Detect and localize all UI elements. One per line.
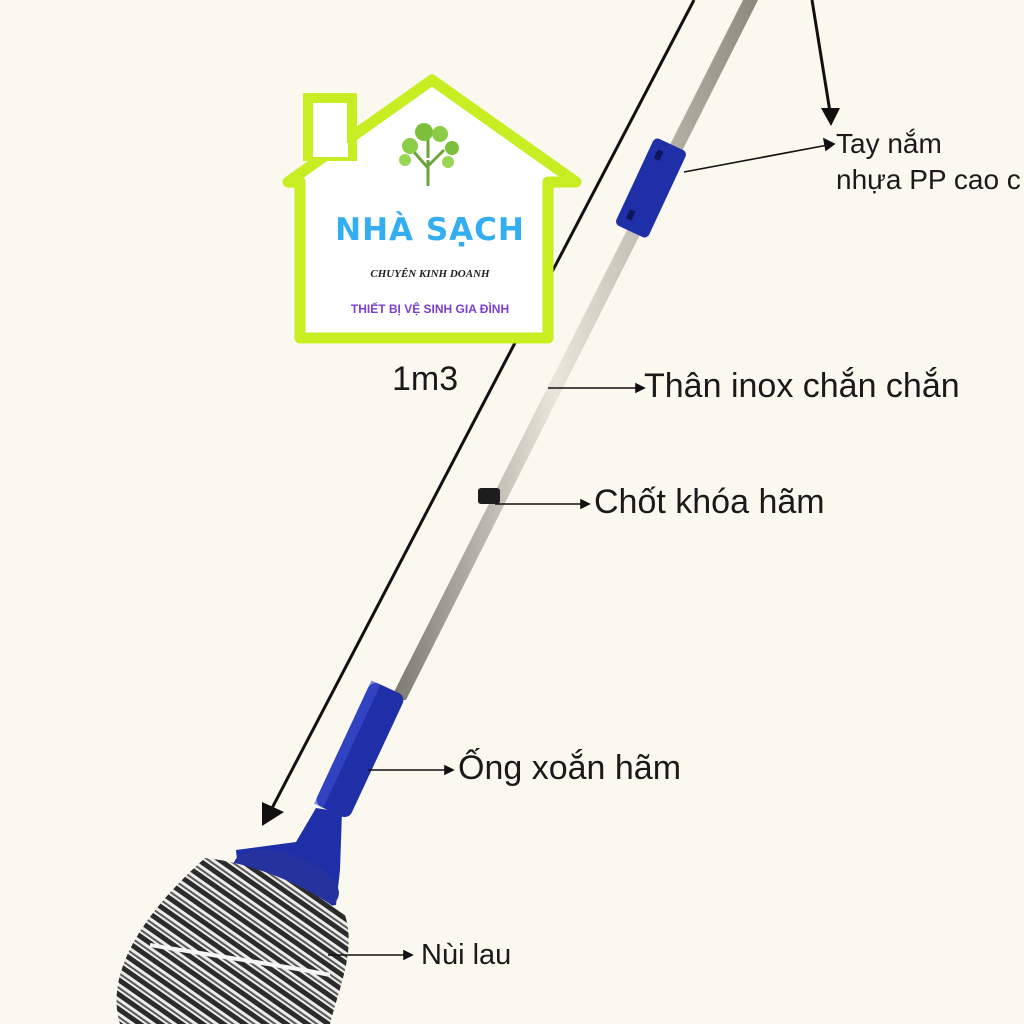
brand-logo [282,74,582,344]
callout-lock: Chốt khóa hãm [594,483,825,521]
tree-icon [399,123,459,186]
twist-lock-tube [314,680,404,818]
handle-grip [616,138,686,238]
callout-twist: Ống xoắn hãm [458,749,682,787]
callout-lines [328,137,836,961]
logo-tagline: CHUYÊN KINH DOANH [370,268,490,280]
mop-head-yarn [116,858,349,1024]
callout-handle-line1: Tay nắm [836,128,942,159]
logo-subtitle: THIẾT BỊ VỆ SINH GIA ĐÌNH [350,302,510,316]
logo-name: NHÀ SẠCH [335,212,525,248]
callout-head: Nùi lau [421,939,512,971]
handle-top-arrow [810,0,840,126]
length-dimension-arrow [262,0,696,826]
callout-handle-line2: nhựa PP cao c [836,164,1021,195]
lock-clip [478,488,500,504]
length-label: 1m3 [392,360,459,398]
callout-body: Thân inox chắn chắn [644,367,960,405]
